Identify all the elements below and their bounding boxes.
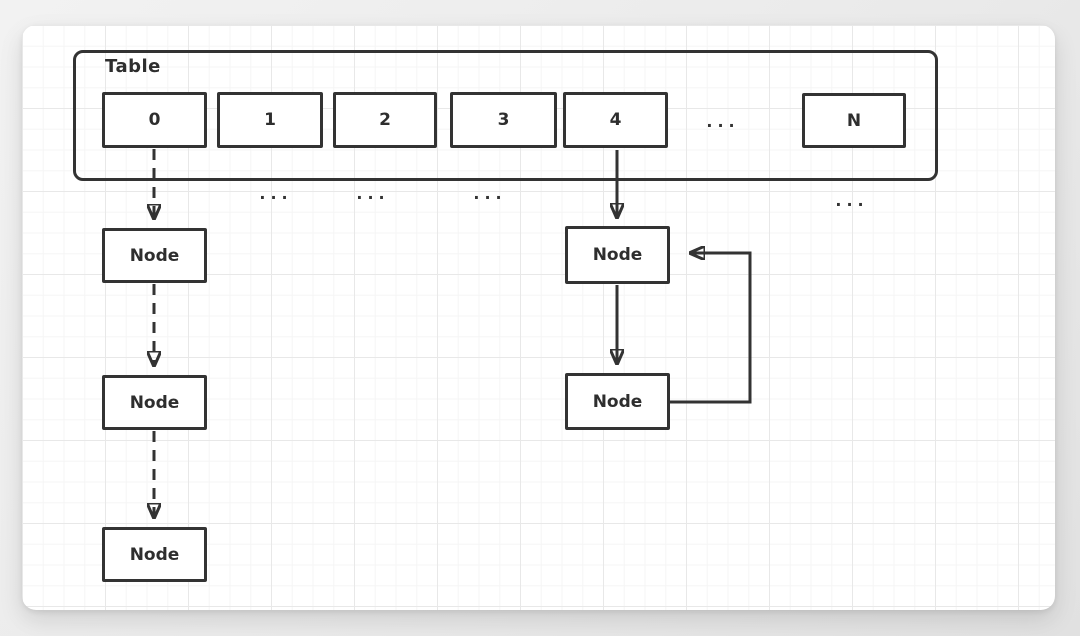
left-chain-node-3: Node (102, 527, 207, 582)
ellipsis-under-cell2: ... (356, 184, 390, 203)
left-chain-node-2: Node (102, 375, 207, 430)
table-cell-0: 0 (102, 92, 207, 148)
ellipsis-under-cell1: ... (259, 184, 293, 203)
table-cell-1: 1 (217, 92, 323, 148)
table-title: Table (105, 56, 161, 77)
left-chain-node-1: Node (102, 228, 207, 283)
right-chain-node-2: Node (565, 373, 670, 430)
table-inline-ellipsis: ... (706, 112, 740, 131)
table-cell-n: N (802, 93, 906, 148)
hash-table-container (73, 50, 938, 181)
ellipsis-under-celln: ... (835, 191, 869, 210)
right-chain-node-1: Node (565, 226, 670, 284)
table-cell-4: 4 (563, 92, 668, 148)
table-cell-2: 2 (333, 92, 437, 148)
table-cell-3: 3 (450, 92, 557, 148)
ellipsis-under-cell3: ... (473, 184, 507, 203)
